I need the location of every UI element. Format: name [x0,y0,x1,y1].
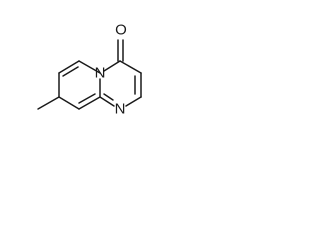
bond-c4-c3 [119,60,142,74]
atom-oxygen-label: O [115,22,127,39]
atom-nitrogen-ring-label: N [115,101,126,118]
bond-n5-c4 [103,60,121,72]
bond-n5-c6 [78,60,101,74]
bond-c8-c9 [58,96,80,110]
bond-n1-c9a [99,96,115,107]
chemical-structure-diagram: O N N [37,22,142,118]
bond-n1-c9a-inner [103,93,114,101]
bond-c6-c7-inner [62,66,79,77]
bond-c2-n1 [125,96,142,107]
atom-nitrogen-bridgehead-label: N [95,65,106,82]
bond-c9-c9a [78,96,101,110]
bond-c9-c9a-inner [78,93,96,104]
bond-c6-c7 [58,60,80,74]
bond-c8-methyl [37,96,60,110]
